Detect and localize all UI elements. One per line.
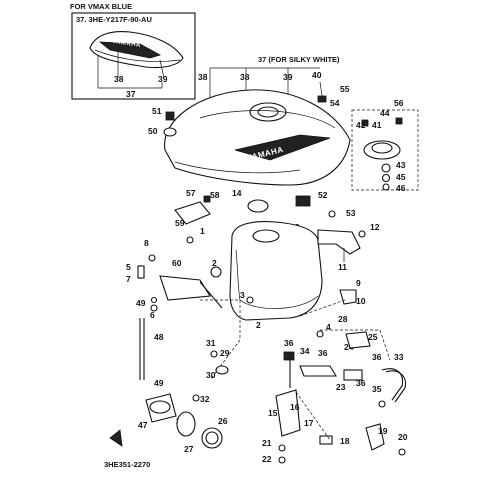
front-arrow-icon (109, 429, 123, 447)
callout-12: 12 (370, 222, 380, 232)
callout-55: 55 (340, 84, 350, 94)
callout-27: 27 (184, 444, 194, 454)
callout-22: 22 (262, 454, 272, 464)
diagram-code: 3HE351-2270 (104, 460, 150, 469)
callout-11: 11 (338, 262, 347, 272)
fuel-cock (275, 351, 301, 437)
fuel-filter (145, 393, 177, 423)
callout-45: 45 (396, 172, 406, 182)
inset-subheading: 37. 3HE-Y217F-90-AU (76, 15, 152, 24)
callout-17: 17 (304, 418, 314, 428)
callout-26: 26 (218, 416, 228, 426)
callout-9: 9 (356, 278, 361, 288)
callout-51: 51 (152, 106, 162, 116)
callout-10: 10 (356, 296, 366, 306)
callout-52: 52 (318, 190, 328, 200)
filter-ring (176, 411, 196, 437)
callout-54: 54 (330, 98, 340, 108)
callout-58: 58 (210, 190, 220, 200)
callout-34: 34 (300, 346, 310, 356)
callout-23: 23 (336, 382, 346, 392)
callout-49-top: 49 (136, 298, 146, 308)
callout-56: 56 (394, 98, 404, 108)
callout-38-mid: 38 (240, 72, 250, 82)
callout-49-bottom: 49 (154, 378, 164, 388)
callout-18: 18 (340, 436, 350, 446)
callout-6: 6 (150, 310, 155, 320)
callout-28-right: 28 (338, 314, 348, 324)
callout-59: 59 (175, 218, 185, 228)
cap-assembly-box (351, 109, 419, 191)
callout-39-top: 39 (283, 72, 293, 82)
callout-7: 7 (126, 274, 131, 284)
callout-36-d: 36 (372, 352, 382, 362)
callout-8: 8 (144, 238, 149, 248)
silky-white-label: 37 (FOR SILKY WHITE) (258, 55, 340, 64)
callout-50: 50 (148, 126, 158, 136)
callout-42: 42 (356, 120, 366, 130)
inset-frame (71, 12, 196, 100)
callout-38-inset: 38 (114, 74, 124, 84)
callout-48: 48 (154, 332, 164, 342)
callout-33: 33 (394, 352, 404, 362)
callout-15: 15 (268, 408, 278, 418)
callout-1: 1 (200, 226, 205, 236)
callout-36-b: 36 (318, 348, 328, 358)
callout-46: 46 (396, 183, 406, 193)
callout-44: 44 (380, 108, 390, 118)
callout-24: 24 (344, 342, 354, 352)
callout-38-left: 38 (198, 72, 208, 82)
callout-2b: 2 (256, 320, 261, 330)
callout-36-a: 36 (284, 338, 294, 348)
vmax-blue-inset: FOR VMAX BLUE 37. 3HE-Y217F-90-AU YAMAHA… (70, 2, 196, 100)
callout-2: 2 (212, 258, 217, 268)
callout-19: 19 (378, 426, 388, 436)
inset-logo: YAMAHA (112, 39, 142, 49)
seal-plate (174, 201, 211, 225)
callout-32: 32 (200, 394, 210, 404)
callout-40: 40 (312, 70, 322, 80)
fuel-cap-assembly (361, 117, 403, 191)
callout-60: 60 (172, 258, 182, 268)
callout-57: 57 (186, 188, 196, 198)
callout-39-inset: 39 (158, 74, 168, 84)
callout-14: 14 (232, 188, 242, 198)
callout-21: 21 (262, 438, 272, 448)
callout-4: 4 (326, 322, 331, 332)
tank-cover: YAMAHA (164, 89, 351, 186)
callout-30: 30 (206, 370, 216, 380)
inset-tank-cover: YAMAHA (89, 31, 184, 69)
callout-3: 3 (240, 290, 245, 300)
callout-36-c: 36 (356, 378, 366, 388)
callout-47: 47 (138, 420, 148, 430)
callout-20: 20 (398, 432, 408, 442)
callout-37-inset: 37 (126, 89, 136, 99)
callout-41: 41 (372, 120, 382, 130)
fuel-tank (229, 221, 323, 321)
callout-5: 5 (126, 262, 131, 272)
callout-31: 31 (206, 338, 216, 348)
callout-35: 35 (372, 384, 382, 394)
callout-16: 16 (290, 402, 300, 412)
callout-53: 53 (346, 208, 356, 218)
inset-heading: FOR VMAX BLUE (70, 2, 132, 11)
tank-bracket (317, 229, 366, 255)
filler-cap (247, 199, 269, 213)
callout-25: 25 (368, 332, 378, 342)
callout-29: 29 (220, 348, 230, 358)
callout-43: 43 (396, 160, 406, 170)
mounting-bracket (159, 275, 211, 301)
